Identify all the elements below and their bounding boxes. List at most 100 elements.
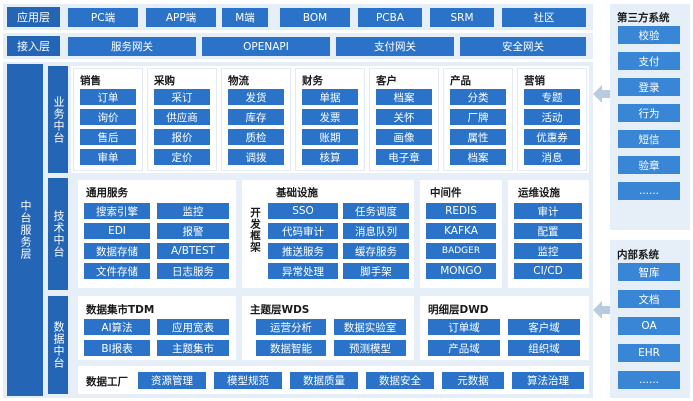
- ops-title: 运维设施: [518, 187, 560, 199]
- gateway-openapi[interactable]: OPENAPI: [202, 37, 330, 56]
- app-item-pc[interactable]: PC端: [68, 8, 138, 27]
- infra-task-scheduling[interactable]: 任务调度: [343, 203, 409, 219]
- business-item[interactable]: 库存: [228, 109, 284, 125]
- arrow-left-icon: [593, 85, 611, 103]
- app-item-m[interactable]: M端: [222, 8, 268, 27]
- mw-mongo[interactable]: MONGO: [426, 263, 496, 279]
- ops-monitor[interactable]: 监控: [514, 243, 582, 259]
- third-party-item[interactable]: 校验: [618, 26, 680, 44]
- business-item[interactable]: 画像: [376, 129, 432, 145]
- business-item[interactable]: 发票: [302, 109, 358, 125]
- svc-alarm[interactable]: 报警: [157, 223, 229, 239]
- dwd-customer-domain[interactable]: 客户域: [508, 319, 580, 335]
- third-party-item[interactable]: ......: [618, 182, 680, 200]
- internal-item[interactable]: 文档: [618, 290, 680, 308]
- business-item[interactable]: 专题: [524, 89, 580, 105]
- wds-prediction-model[interactable]: 预测模型: [334, 340, 406, 356]
- business-item[interactable]: 询价: [80, 109, 136, 125]
- general-services-title: 通用服务: [86, 187, 128, 199]
- business-item[interactable]: 关怀: [376, 109, 432, 125]
- mw-redis[interactable]: REDIS: [426, 203, 496, 219]
- app-item-bom[interactable]: BOM: [280, 8, 350, 27]
- business-item[interactable]: 订单: [80, 89, 136, 105]
- third-party-item[interactable]: 登录: [618, 78, 680, 96]
- infra-push-service[interactable]: 推送服务: [268, 243, 338, 259]
- business-item[interactable]: 电子章: [376, 149, 432, 165]
- factory-data-security[interactable]: 数据安全: [366, 372, 434, 389]
- infra-sso[interactable]: SSO: [268, 203, 338, 219]
- wds-data-lab[interactable]: 数据实验室: [334, 319, 406, 335]
- business-item[interactable]: 档案: [376, 89, 432, 105]
- svc-edi[interactable]: EDI: [84, 223, 150, 239]
- business-item[interactable]: 定价: [154, 149, 210, 165]
- infra-cache-service[interactable]: 缓存服务: [343, 243, 409, 259]
- tdm-topic-mart[interactable]: 主题集市: [157, 340, 229, 356]
- business-item[interactable]: 活动: [524, 109, 580, 125]
- arrow-left-icon: [593, 301, 611, 319]
- mw-kafka[interactable]: KAFKA: [426, 223, 496, 239]
- svc-search-engine[interactable]: 搜索引擎: [84, 203, 150, 219]
- factory-resource-mgmt[interactable]: 资源管理: [138, 372, 206, 389]
- business-item[interactable]: 报价: [154, 129, 210, 145]
- business-item[interactable]: 采订: [154, 89, 210, 105]
- factory-metadata[interactable]: 元数据: [442, 372, 504, 389]
- internal-item[interactable]: OA: [618, 317, 680, 335]
- factory-data-quality[interactable]: 数据质量: [290, 372, 358, 389]
- app-item-pcba[interactable]: PCBA: [358, 8, 422, 27]
- tdm-bi-report[interactable]: BI报表: [84, 340, 150, 356]
- ops-config[interactable]: 配置: [514, 223, 582, 239]
- svc-file-storage[interactable]: 文件存储: [84, 263, 150, 279]
- factory-algorithm-governance[interactable]: 算法治理: [512, 372, 584, 389]
- wds-data-intelligence[interactable]: 数据智能: [256, 340, 326, 356]
- svc-monitor[interactable]: 监控: [157, 203, 229, 219]
- internal-item[interactable]: EHR: [618, 344, 680, 362]
- internal-item[interactable]: ......: [618, 371, 680, 389]
- business-item[interactable]: 分类: [450, 89, 506, 105]
- business-item[interactable]: 调拨: [228, 149, 284, 165]
- tdm-wide-table[interactable]: 应用宽表: [157, 319, 229, 335]
- gateway-security[interactable]: 安全网关: [460, 37, 586, 56]
- third-party-item[interactable]: 支付: [618, 52, 680, 70]
- dwd-org-domain[interactable]: 组织域: [508, 340, 580, 356]
- business-item[interactable]: 审单: [80, 149, 136, 165]
- business-item[interactable]: 售后: [80, 129, 136, 145]
- factory-model-spec[interactable]: 模型规范: [214, 372, 282, 389]
- business-group-title: 采购: [154, 75, 175, 87]
- middleware-title: 中间件: [430, 187, 462, 199]
- dwd-order-domain[interactable]: 订单域: [428, 319, 500, 335]
- business-item[interactable]: 档案: [450, 149, 506, 165]
- business-item[interactable]: 单据: [302, 89, 358, 105]
- infra-message-queue[interactable]: 消息队列: [343, 223, 409, 239]
- third-party-item[interactable]: 行为: [618, 104, 680, 122]
- mw-badger[interactable]: BADGER: [426, 243, 496, 259]
- infra-scaffold[interactable]: 脚手架: [343, 263, 409, 279]
- business-item[interactable]: 质检: [228, 129, 284, 145]
- business-item[interactable]: 供应商: [154, 109, 210, 125]
- svc-abtest[interactable]: A/BTEST: [157, 243, 229, 259]
- third-party-item[interactable]: 验章: [618, 156, 680, 174]
- business-item[interactable]: 厂牌: [450, 109, 506, 125]
- infra-code-audit[interactable]: 代码审计: [268, 223, 338, 239]
- gateway-service[interactable]: 服务网关: [68, 37, 196, 56]
- third-party-item[interactable]: 短信: [618, 130, 680, 148]
- business-item[interactable]: 属性: [450, 129, 506, 145]
- ops-cicd[interactable]: CI/CD: [514, 263, 582, 279]
- business-item[interactable]: 消息: [524, 149, 580, 165]
- gateway-payment[interactable]: 支付网关: [336, 37, 454, 56]
- tdm-ai-algorithm[interactable]: AI算法: [84, 319, 150, 335]
- internal-item[interactable]: 智库: [618, 263, 680, 281]
- business-item[interactable]: 账期: [302, 129, 358, 145]
- business-item[interactable]: 核算: [302, 149, 358, 165]
- app-item-app[interactable]: APP端: [146, 8, 216, 27]
- app-item-community[interactable]: 社区: [502, 8, 586, 27]
- svc-data-storage[interactable]: 数据存储: [84, 243, 150, 259]
- infra-exception-handling[interactable]: 异常处理: [268, 263, 338, 279]
- dwd-product-domain[interactable]: 产品域: [428, 340, 500, 356]
- business-item[interactable]: 发货: [228, 89, 284, 105]
- ops-audit[interactable]: 审计: [514, 203, 582, 219]
- wds-operation-analysis[interactable]: 运营分析: [256, 319, 326, 335]
- app-item-srm[interactable]: SRM: [430, 8, 494, 27]
- svc-log-service[interactable]: 日志服务: [157, 263, 229, 279]
- app-layer-label: 应用层: [7, 7, 60, 27]
- business-item[interactable]: 优惠券: [524, 129, 580, 145]
